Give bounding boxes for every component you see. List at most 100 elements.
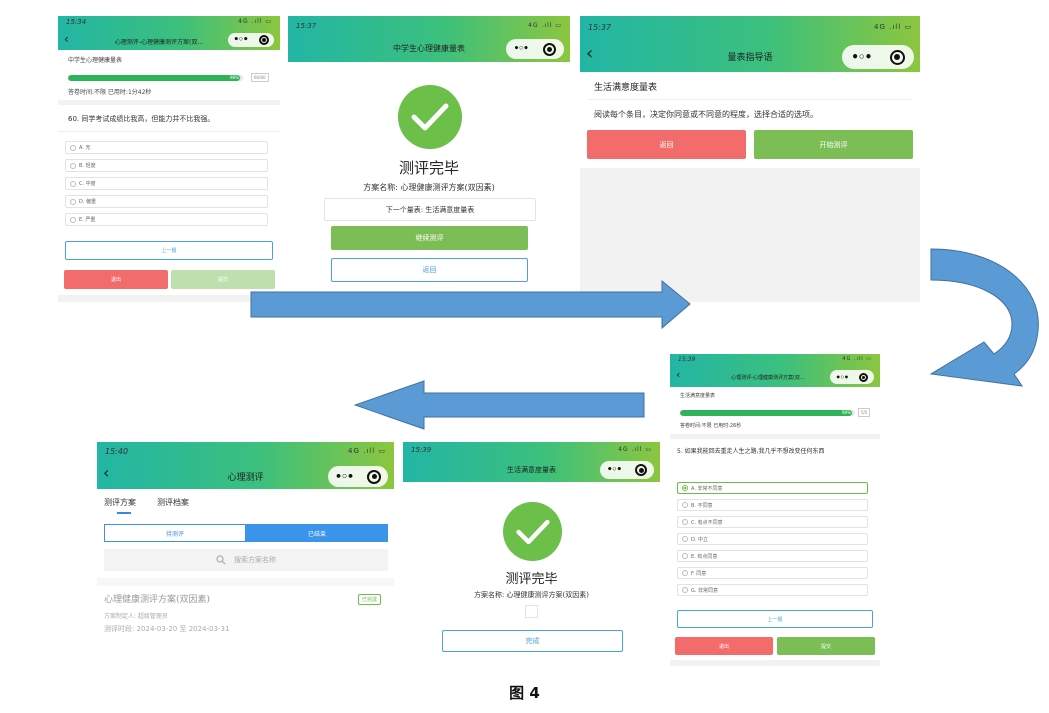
prev-question-button[interactable]: 上一题 bbox=[677, 610, 873, 628]
scale-name: 生活满意度量表 bbox=[594, 83, 658, 93]
back-button[interactable]: 返回 bbox=[331, 258, 528, 282]
option-item[interactable]: B. 轻度 bbox=[65, 159, 268, 172]
more-dots-icon[interactable]: •◦• bbox=[513, 44, 529, 54]
status-time: 15:37 bbox=[296, 22, 317, 30]
progress-bar bbox=[680, 410, 855, 416]
option-label: B. 不同意 bbox=[691, 502, 713, 509]
status-time: 15:34 bbox=[66, 18, 87, 26]
more-dots-icon[interactable]: •◦• bbox=[851, 50, 872, 64]
option-label: B. 轻度 bbox=[79, 163, 96, 169]
plan-name: 方案名称: 心理健康测评方案(双因素) bbox=[363, 183, 495, 192]
option-item[interactable]: B. 不同意 bbox=[677, 499, 868, 511]
progress-bar bbox=[68, 75, 243, 81]
search-box[interactable]: 搜索方案名称 bbox=[104, 549, 388, 571]
quit-button[interactable]: 退出 bbox=[675, 637, 773, 655]
footer-band bbox=[58, 295, 280, 302]
radio-icon[interactable] bbox=[682, 519, 688, 525]
plan-creator: 方案制定人: 超级管理员 bbox=[104, 613, 168, 620]
status-signal: 4G .ıll ▭ bbox=[618, 446, 652, 453]
status-time: 15:37 bbox=[588, 23, 612, 32]
prev-question-button[interactable]: 上一题 bbox=[65, 241, 273, 260]
close-circle-icon[interactable] bbox=[258, 35, 269, 45]
panel-completion-2: 15:39 4G .ıll ▭ 生活满意度量表 •◦• 测评完毕 方案名称: 心… bbox=[403, 442, 660, 658]
more-dots-icon[interactable]: •◦• bbox=[606, 465, 622, 475]
scale-name: 中学生心理健康量表 bbox=[68, 57, 123, 64]
question-text: 60. 同学考试成绩比我高，但能力并不比我强。 bbox=[68, 115, 215, 123]
nav-header: 15:40 4G .ıll ▭ ‹ 心理测评 •◦• bbox=[97, 442, 394, 489]
tab-records[interactable]: 测评档案 bbox=[157, 498, 189, 507]
option-label: G. 非常同意 bbox=[691, 587, 719, 594]
menu-capsule[interactable]: •◦• bbox=[600, 461, 654, 479]
radio-icon[interactable] bbox=[70, 198, 76, 205]
close-circle-icon[interactable] bbox=[859, 372, 869, 382]
back-button[interactable]: 返回 bbox=[587, 130, 746, 159]
submit-button[interactable]: 提交 bbox=[777, 637, 875, 655]
radio-icon[interactable] bbox=[70, 144, 76, 151]
seg-pending[interactable]: 待测评 bbox=[104, 524, 246, 542]
menu-capsule[interactable]: •◦• bbox=[228, 33, 274, 47]
option-item[interactable]: D. 偏重 bbox=[65, 195, 268, 208]
start-test-button[interactable]: 开始测评 bbox=[754, 130, 913, 159]
back-arrow-icon[interactable]: ‹ bbox=[64, 32, 69, 46]
menu-capsule[interactable]: •◦• bbox=[328, 466, 388, 487]
radio-icon[interactable] bbox=[682, 485, 688, 491]
option-item[interactable]: A. 非常不同意 bbox=[677, 482, 868, 494]
option-label: F. 同意 bbox=[691, 570, 707, 577]
back-arrow-icon[interactable]: ‹ bbox=[586, 43, 594, 64]
tab-plans[interactable]: 测评方案 bbox=[104, 498, 136, 507]
option-item[interactable]: F. 同意 bbox=[677, 567, 868, 579]
option-item[interactable]: E. 有点同意 bbox=[677, 550, 868, 562]
close-circle-icon[interactable] bbox=[543, 42, 557, 56]
more-dots-icon[interactable]: •◦• bbox=[835, 372, 849, 382]
radio-icon[interactable] bbox=[682, 570, 688, 576]
close-circle-icon[interactable] bbox=[367, 469, 382, 484]
status-badge: 已完成 bbox=[358, 594, 382, 605]
figure-caption: 图 4 bbox=[509, 684, 540, 702]
submit-button[interactable]: 提交 bbox=[171, 270, 275, 289]
option-item[interactable]: A. 无 bbox=[65, 141, 268, 154]
nav-header: 15:37 4G .ıll ▭ ‹ 量表指导语 •◦• bbox=[580, 16, 920, 72]
success-check-icon bbox=[503, 502, 562, 561]
radio-icon[interactable] bbox=[682, 553, 688, 559]
radio-icon[interactable] bbox=[70, 180, 76, 187]
more-dots-icon[interactable]: •◦• bbox=[233, 35, 248, 45]
option-item[interactable]: D. 中立 bbox=[677, 533, 868, 545]
menu-capsule[interactable]: •◦• bbox=[842, 45, 914, 69]
success-check-icon bbox=[398, 85, 462, 149]
option-item[interactable]: C. 有点不同意 bbox=[677, 516, 868, 528]
option-item[interactable]: G. 非常同意 bbox=[677, 584, 868, 596]
radio-icon[interactable] bbox=[682, 502, 688, 508]
quit-button[interactable]: 退出 bbox=[64, 270, 168, 289]
divider bbox=[58, 131, 280, 132]
arrow-left bbox=[354, 380, 645, 430]
more-dots-icon[interactable]: •◦• bbox=[334, 470, 354, 483]
nav-header: 15:39 4G .ıll ▭ 生活满意度量表 •◦• bbox=[403, 442, 660, 482]
menu-capsule[interactable]: •◦• bbox=[506, 39, 564, 59]
option-item[interactable]: C. 中度 bbox=[65, 177, 268, 190]
close-circle-icon[interactable] bbox=[635, 464, 648, 476]
divider bbox=[588, 99, 912, 100]
nav-header: 15:37 4G .ıll ▭ 中学生心理健康量表 •◦• bbox=[288, 16, 570, 62]
arrow-right bbox=[250, 280, 691, 330]
seg-finished[interactable]: 已结束 bbox=[246, 524, 388, 542]
plan-card-title[interactable]: 心理健康测评方案(双因素) bbox=[104, 595, 211, 605]
back-arrow-icon[interactable]: ‹ bbox=[676, 368, 681, 381]
radio-icon[interactable] bbox=[682, 536, 688, 542]
back-arrow-icon[interactable]: ‹ bbox=[103, 463, 110, 482]
option-item[interactable]: E. 严重 bbox=[65, 213, 268, 226]
continue-button[interactable]: 继续测评 bbox=[331, 226, 528, 250]
finish-button[interactable]: 完成 bbox=[442, 630, 623, 652]
placeholder-box bbox=[525, 605, 538, 618]
radio-icon[interactable] bbox=[70, 216, 76, 223]
nav-title: 心理测评 bbox=[227, 473, 264, 483]
search-icon bbox=[216, 555, 226, 565]
close-circle-icon[interactable] bbox=[889, 49, 905, 65]
answer-info: 答卷时间:不限 已用时:1分42秒 bbox=[68, 89, 152, 96]
progress-label: 98% bbox=[842, 410, 851, 415]
scale-name: 生活满意度量表 bbox=[680, 393, 716, 399]
radio-icon[interactable] bbox=[70, 162, 76, 169]
search-placeholder: 搜索方案名称 bbox=[234, 556, 276, 564]
menu-capsule[interactable]: •◦• bbox=[830, 370, 874, 384]
done-title: 测评完毕 bbox=[505, 572, 558, 587]
radio-icon[interactable] bbox=[682, 587, 688, 593]
